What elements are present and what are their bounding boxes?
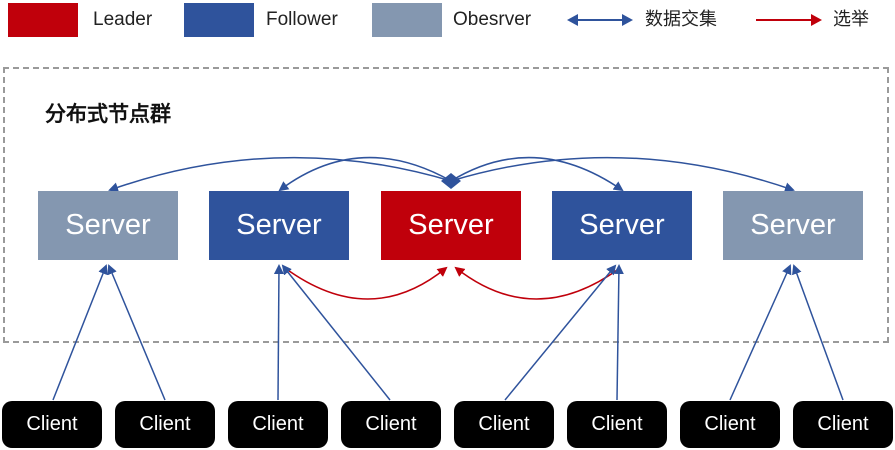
election-arrow-icon (756, 14, 822, 26)
server-observer-1: Server (38, 191, 178, 260)
cluster-boundary (3, 67, 889, 343)
client-7: Client (680, 401, 780, 448)
server-leader: Server (381, 191, 521, 260)
client-3: Client (228, 401, 328, 448)
leader-swatch (8, 3, 78, 37)
legend-leader-label: Leader (93, 9, 153, 30)
follower-swatch (184, 3, 254, 37)
client-1: Client (2, 401, 102, 448)
server-follower-1: Server (209, 191, 349, 260)
legend-observer-label: Obesrver (453, 9, 532, 30)
data-exchange-arrow-icon (567, 14, 633, 26)
server-follower-2: Server (552, 191, 692, 260)
client-8: Client (793, 401, 893, 448)
client-6: Client (567, 401, 667, 448)
client-4: Client (341, 401, 441, 448)
cluster-title: 分布式节点群 (45, 102, 171, 126)
observer-swatch (372, 3, 442, 37)
legend-election-label: 选举 (833, 9, 869, 30)
client-5: Client (454, 401, 554, 448)
legend-data-exchange-label: 数据交集 (645, 9, 717, 30)
legend-follower-label: Follower (266, 9, 338, 30)
server-observer-2: Server (723, 191, 863, 260)
client-2: Client (115, 401, 215, 448)
